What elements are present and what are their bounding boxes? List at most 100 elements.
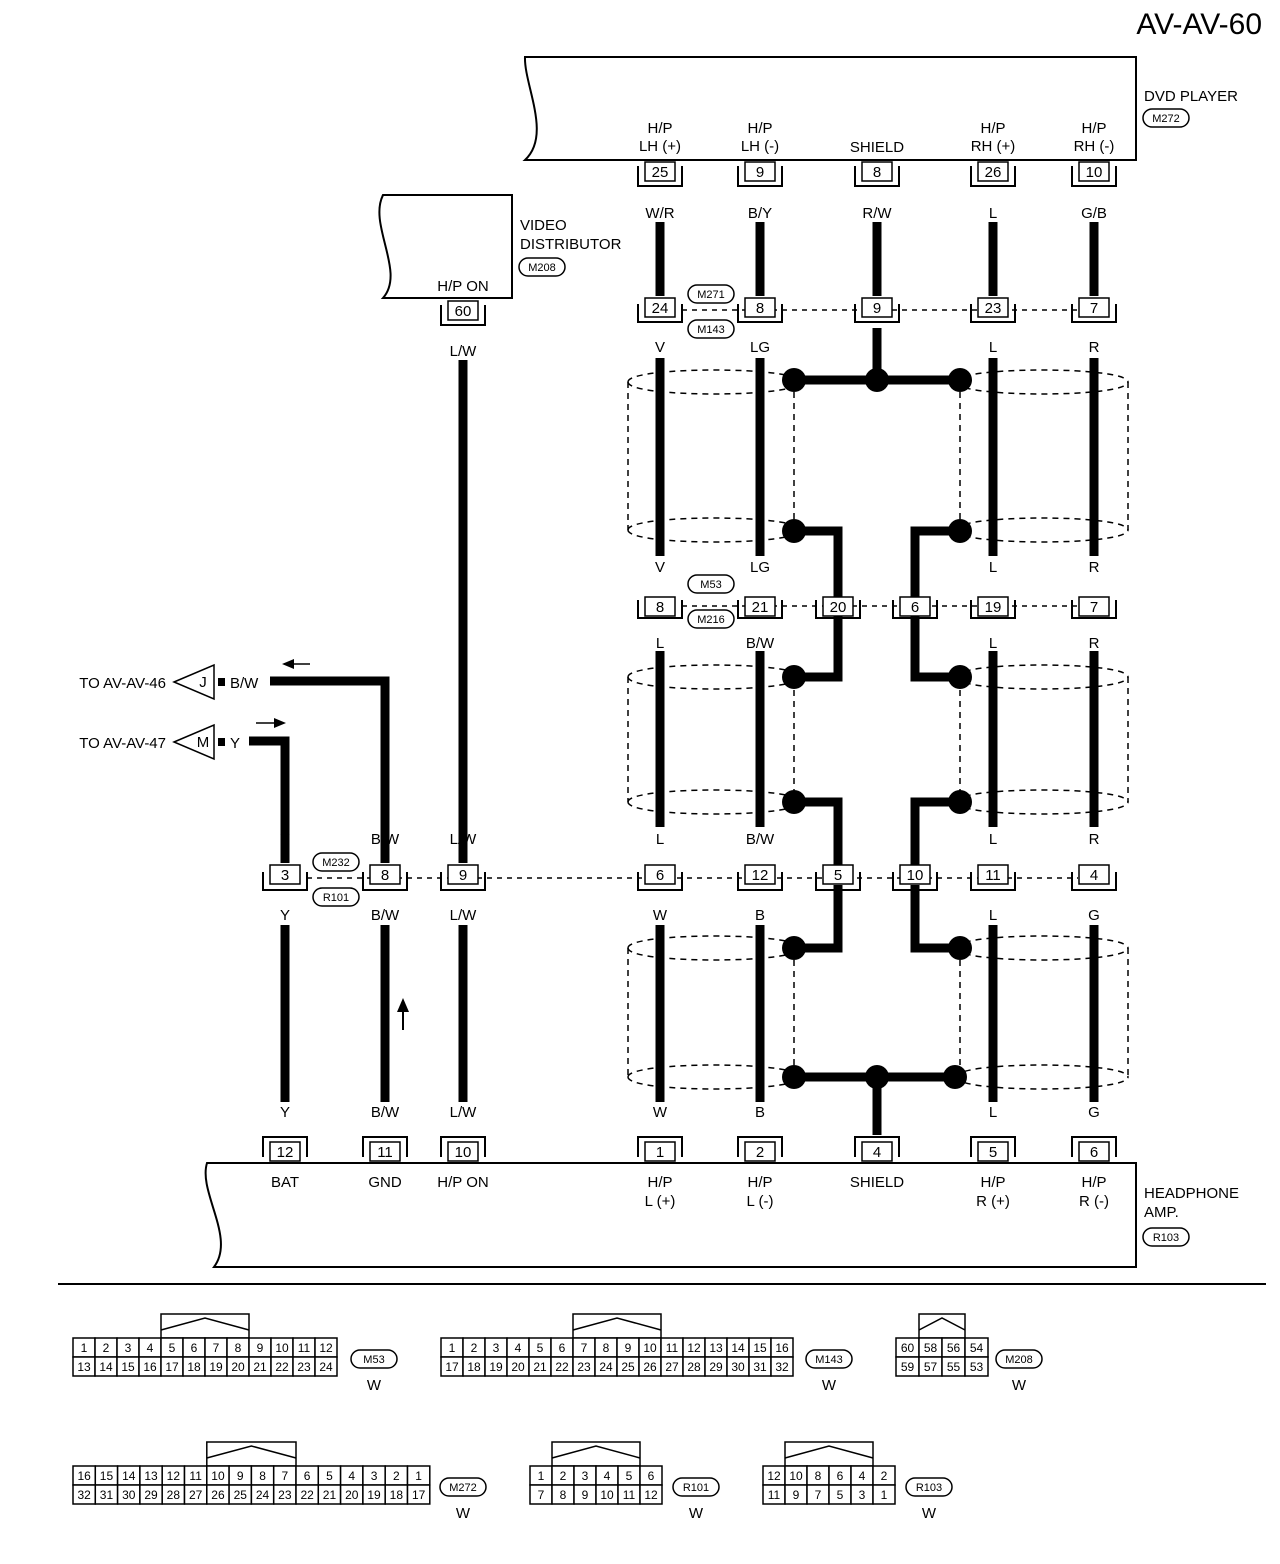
connector-cavity-number: 19 bbox=[489, 1360, 503, 1374]
dvd-pin-label: RH (-) bbox=[1074, 138, 1115, 155]
connector-cavity-number: 53 bbox=[970, 1360, 984, 1374]
connector-pin: 6 bbox=[892, 596, 938, 619]
wire-color: L bbox=[656, 831, 664, 848]
connector-cavity-number: 13 bbox=[709, 1341, 723, 1355]
wire-color: G bbox=[1088, 1104, 1100, 1121]
headphone-amp-box: HEADPHONE AMP. R103 bbox=[204, 1162, 1239, 1268]
connector-cavity-number: 16 bbox=[77, 1469, 91, 1483]
connector-cavity-number: 32 bbox=[775, 1360, 789, 1374]
connector-cavity-number: 20 bbox=[345, 1488, 359, 1502]
dvd-wire-colors: W/R B/Y R/W L G/B bbox=[645, 205, 1107, 222]
connector-cavity-number: 55 bbox=[947, 1360, 961, 1374]
connector-cavity-number: 11 bbox=[623, 1488, 636, 1502]
connector-pin: 4 bbox=[854, 1136, 900, 1162]
wire-color: L/W bbox=[450, 1104, 478, 1121]
pin-number: 5 bbox=[834, 867, 842, 884]
connector-pin: 5 bbox=[970, 1136, 1016, 1162]
wire-color: B/W bbox=[371, 907, 400, 924]
pin-number: 10 bbox=[907, 867, 924, 884]
connector-cavity-number: 5 bbox=[837, 1488, 844, 1502]
wire-color: R bbox=[1089, 339, 1100, 356]
connector-cavity-number: 12 bbox=[687, 1341, 701, 1355]
connector-cavity-number: 23 bbox=[297, 1360, 311, 1374]
pin-number: 11 bbox=[377, 1144, 393, 1161]
connector-cavity-number: 3 bbox=[859, 1488, 866, 1502]
connector-cavity-number: 2 bbox=[471, 1341, 478, 1355]
connector-cavity-number: 28 bbox=[687, 1360, 701, 1374]
connector-cavity-number: 13 bbox=[144, 1469, 158, 1483]
connector-pin: 11 bbox=[970, 864, 1016, 891]
pin-number: 4 bbox=[1090, 867, 1098, 884]
pin-number: 7 bbox=[1090, 300, 1098, 317]
connector-color: W bbox=[689, 1505, 704, 1522]
wire-color: L bbox=[989, 339, 997, 356]
connector-cavity-number: 6 bbox=[837, 1469, 844, 1483]
wire-color: L/W bbox=[450, 343, 478, 360]
wire-color: LG bbox=[750, 339, 770, 356]
connector-pin: 9 bbox=[854, 297, 900, 323]
connector-cavity-number: 7 bbox=[213, 1341, 220, 1355]
connector-cavity-number: 26 bbox=[643, 1360, 657, 1374]
connector-cavity-number: 30 bbox=[122, 1488, 136, 1502]
wire-color: R bbox=[1089, 559, 1100, 576]
connector-cavity-number: 4 bbox=[859, 1469, 866, 1483]
pin-number: 2 bbox=[756, 1144, 764, 1161]
wire-color: B/W bbox=[371, 831, 400, 848]
connector-cavity-number: 18 bbox=[187, 1360, 201, 1374]
connector-pin: 2 bbox=[737, 1136, 783, 1162]
dvd-pin-label: H/P bbox=[747, 120, 772, 137]
wire-color: G bbox=[1088, 907, 1100, 924]
connector-cavity-number: 31 bbox=[753, 1360, 767, 1374]
connector-cavity-number: 7 bbox=[815, 1488, 822, 1502]
connector-cavity-number: 1 bbox=[81, 1341, 88, 1355]
wire-color: L bbox=[989, 635, 997, 652]
connector-cavity-number: 59 bbox=[901, 1360, 915, 1374]
connector-cavity-number: 11 bbox=[189, 1469, 202, 1483]
connector-cavity-number: 10 bbox=[275, 1341, 289, 1355]
connector-cavity-number: 21 bbox=[533, 1360, 547, 1374]
headphone-amp-name-2: AMP. bbox=[1144, 1204, 1179, 1221]
pin-number: 6 bbox=[911, 599, 919, 616]
connector-cavity-number: 27 bbox=[665, 1360, 679, 1374]
junction-m232-r101: Y B/W L/W L B/W L R 3 8 9 6 12 5 10 11 4… bbox=[262, 831, 1117, 924]
connector-cavity-number: 2 bbox=[560, 1469, 567, 1483]
connector-id: R101 bbox=[323, 892, 349, 904]
wire-color: L/W bbox=[450, 831, 478, 848]
connector-pin: 1 bbox=[637, 1136, 683, 1162]
connector-cavity-number: 24 bbox=[319, 1360, 333, 1374]
connector-cavity-number: 18 bbox=[390, 1488, 404, 1502]
connector-cavity-number: 3 bbox=[125, 1341, 132, 1355]
connector-cavity-number: 20 bbox=[511, 1360, 525, 1374]
pin-number: 23 bbox=[985, 300, 1002, 317]
connector-cavity-number: 8 bbox=[603, 1341, 610, 1355]
connector-pin: 10 bbox=[892, 864, 938, 891]
connector-id: M53 bbox=[700, 579, 721, 591]
connector-cavity-number: 13 bbox=[77, 1360, 91, 1374]
amp-pin-label: R (+) bbox=[976, 1193, 1010, 1210]
connector-cavity-number: 6 bbox=[648, 1469, 655, 1483]
connector-pin: 24 bbox=[637, 297, 683, 323]
connector-cavity-number: 29 bbox=[144, 1488, 158, 1502]
dvd-pin-label: H/P bbox=[980, 120, 1005, 137]
pin-number: 21 bbox=[752, 599, 769, 616]
connector-color: W bbox=[456, 1505, 471, 1522]
wire-color: B bbox=[755, 1104, 765, 1121]
connector-table-id: R101 bbox=[683, 1482, 709, 1494]
pin-number: 19 bbox=[985, 599, 1002, 616]
wire-color: R/W bbox=[862, 205, 892, 222]
shields bbox=[627, 369, 1129, 1090]
connector-table-id: M272 bbox=[449, 1482, 477, 1494]
connector-cavity-number: 9 bbox=[257, 1341, 264, 1355]
connector-cavity-number: 23 bbox=[278, 1488, 292, 1502]
pin-number: 24 bbox=[652, 300, 669, 317]
connector-cavity-number: 3 bbox=[493, 1341, 500, 1355]
connector-cavity-number: 4 bbox=[604, 1469, 611, 1483]
connector-pin: 20 bbox=[815, 596, 861, 619]
dvd-player-connector: M272 bbox=[1152, 113, 1180, 125]
connector-pin: 3 bbox=[262, 864, 308, 891]
